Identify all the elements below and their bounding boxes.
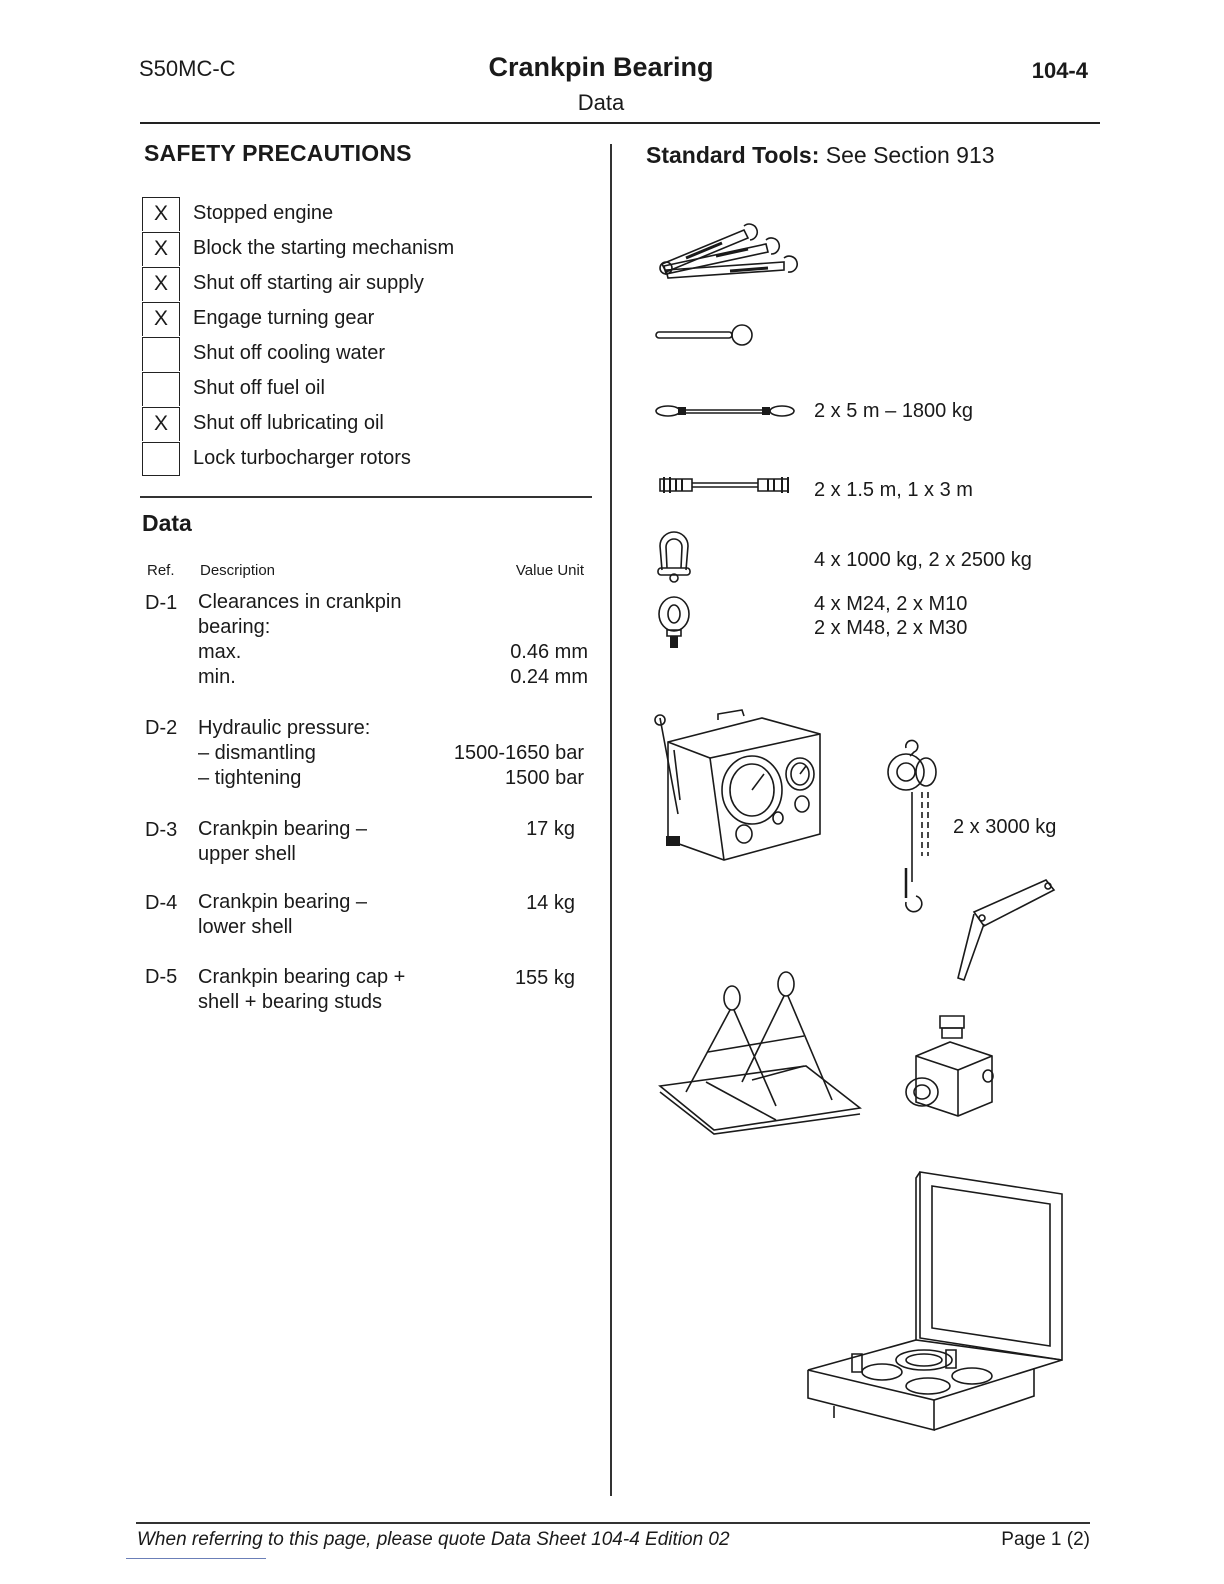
shackle-label: 4 x 1000 kg, 2 x 2500 kg	[814, 549, 1032, 571]
safety-checkbox	[142, 441, 180, 476]
data-value: 155 kg	[514, 967, 575, 989]
hydraulic-pump-icon	[652, 710, 828, 864]
data-value: 14 kg	[526, 892, 575, 914]
safety-item-label: Lock turbocharger rotors	[193, 447, 411, 469]
data-description: Clearances in crankpin bearing: max. min…	[198, 591, 402, 688]
section-divider	[140, 496, 592, 498]
eye-bolt-label-1: 4 x M24, 2 x M10	[814, 593, 968, 615]
standard-tools-heading: Standard Tools: See Section 913	[646, 142, 995, 168]
footer-divider	[136, 1522, 1090, 1524]
safety-item: X Shut off lubricating oil	[142, 406, 454, 441]
scan-mark	[126, 1558, 266, 1559]
page-title: Crankpin Bearing	[488, 52, 714, 82]
engine-type: S50MC-C	[139, 56, 236, 81]
data-ref: D-4	[145, 892, 178, 914]
data-ref: D-5	[145, 966, 178, 988]
safety-item-label: Shut off lubricating oil	[193, 412, 384, 434]
data-ref: D-1	[145, 592, 178, 614]
footer-note: When referring to this page, please quot…	[137, 1529, 730, 1550]
safety-item-label: Shut off starting air supply	[193, 272, 424, 294]
data-ref: D-2	[145, 717, 178, 739]
hydraulic-adapter-icon	[900, 1012, 1000, 1118]
header-divider	[140, 122, 1100, 124]
safety-precautions-heading: SAFETY PRECAUTIONS	[144, 140, 412, 166]
page-number: Page 1 (2)	[1001, 1529, 1090, 1550]
safety-checkbox: X	[142, 196, 180, 231]
safety-checkbox: X	[142, 231, 180, 266]
eye-bolt-icon	[656, 594, 696, 648]
data-heading: Data	[142, 510, 192, 536]
column-header-description: Description	[200, 562, 276, 579]
safety-item: Lock turbocharger rotors	[142, 441, 454, 476]
data-value: 0.46 mm 0.24 mm	[510, 641, 588, 688]
safety-checkbox: X	[142, 301, 180, 336]
column-header-value-unit: Value Unit	[515, 562, 584, 579]
eye-bolt-label-2: 2 x M48, 2 x M30	[814, 617, 968, 639]
safety-item: X Block the starting mechanism	[142, 231, 454, 266]
lifting-frame-icon	[656, 970, 866, 1132]
data-description: Crankpin bearing – lower shell	[198, 891, 367, 938]
column-header-ref: Ref.	[147, 562, 175, 579]
safety-item: X Shut off starting air supply	[142, 266, 454, 301]
wire-rope-icon	[654, 402, 796, 420]
safety-item-label: Engage turning gear	[193, 307, 375, 329]
safety-checkbox	[142, 336, 180, 371]
lifting-chain-icon	[656, 474, 794, 496]
data-ref: D-3	[145, 819, 178, 841]
wire-rope-label: 2 x 5 m – 1800 kg	[814, 400, 973, 422]
page-subtitle: Data	[577, 90, 625, 115]
safety-item: Shut off fuel oil	[142, 371, 454, 406]
safety-item-label: Shut off fuel oil	[193, 377, 325, 399]
safety-checklist: X Stopped engine X Block the starting me…	[142, 196, 454, 476]
data-description: Hydraulic pressure: – dismantling – tigh…	[198, 717, 371, 789]
safety-checkbox	[142, 371, 180, 406]
safety-item-label: Block the starting mechanism	[193, 237, 455, 259]
pin-tool-icon	[654, 322, 754, 350]
data-value: 17 kg	[526, 818, 575, 840]
data-description: Crankpin bearing cap + shell + bearing s…	[198, 966, 406, 1013]
safety-item: Shut off cooling water	[142, 336, 454, 371]
safety-checkbox: X	[142, 266, 180, 301]
data-value: 1500-1650 bar 1500 bar	[453, 742, 584, 789]
sheet-number: 104-4	[1031, 58, 1088, 83]
lifting-chain-label: 2 x 1.5 m, 1 x 3 m	[814, 479, 973, 501]
safety-item: X Stopped engine	[142, 196, 454, 231]
safety-checkbox: X	[142, 406, 180, 441]
safety-item-label: Shut off cooling water	[193, 342, 385, 364]
lever-bar-icon	[954, 876, 1060, 984]
tool-case-icon	[804, 1164, 1066, 1434]
safety-item-label: Stopped engine	[193, 202, 334, 224]
shackle-icon	[654, 530, 694, 584]
data-description: Crankpin bearing – upper shell	[198, 818, 367, 865]
spanner-set-icon	[656, 218, 798, 284]
column-divider	[610, 144, 612, 1496]
safety-item: X Engage turning gear	[142, 301, 454, 336]
chain-block-icon	[882, 732, 942, 928]
chain-block-label: 2 x 3000 kg	[953, 816, 1057, 838]
